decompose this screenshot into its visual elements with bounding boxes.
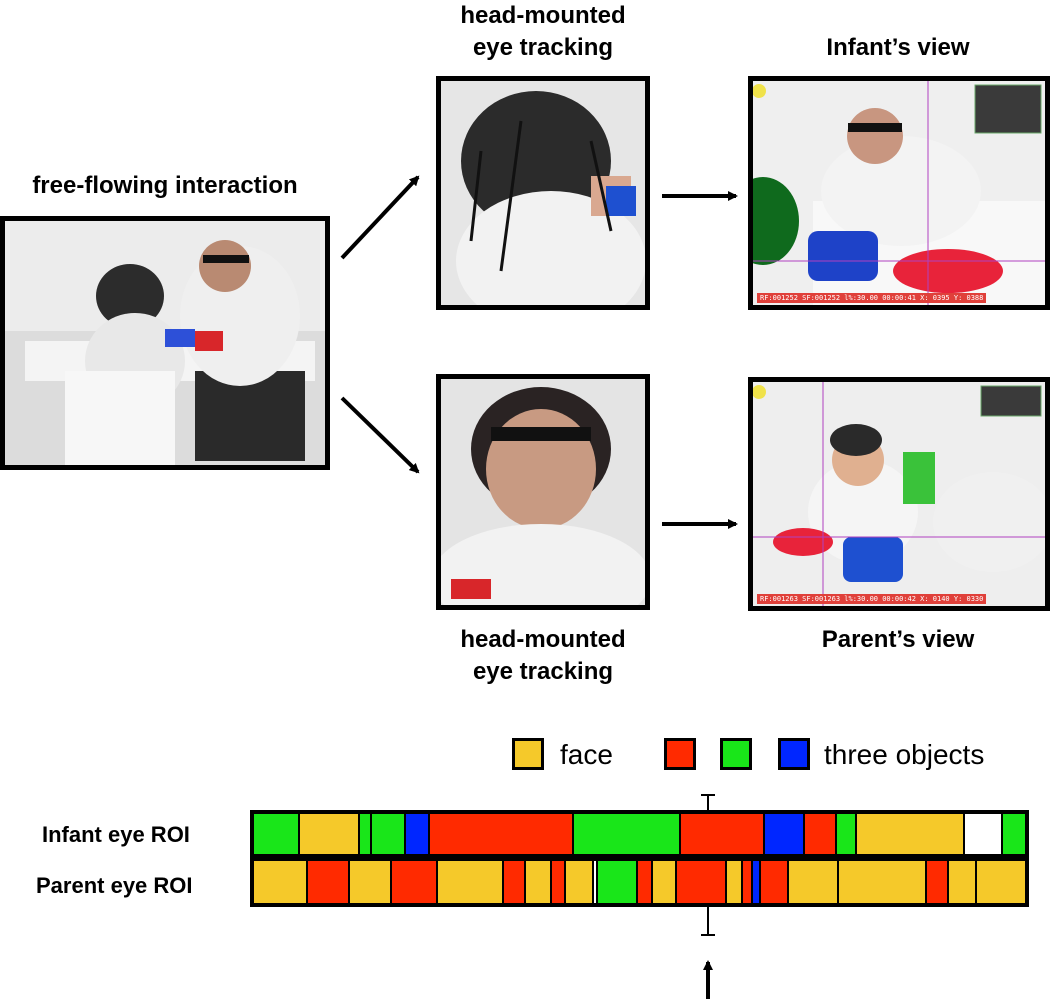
infant-segment-face: [299, 814, 360, 854]
legend-face-swatch: [512, 738, 544, 770]
top-head-mounted-label: head-mounted eye tracking: [438, 0, 648, 64]
parent-segment-face: [438, 861, 505, 903]
infant-segment-green: [254, 814, 300, 854]
parent-segment-face: [652, 861, 677, 903]
bottom-head-mounted-label: head-mounted eye tracking: [438, 624, 648, 688]
parent-segment-red: [926, 861, 949, 903]
free-flowing-label: free-flowing interaction: [32, 172, 298, 199]
legend-objects-label: three objects: [824, 739, 985, 770]
parent-segment-face: [726, 861, 743, 903]
infant-view-overlay: RF:001252 SF:001252 l%:30.00 00:00:41 X:…: [757, 293, 987, 303]
parent-segment-face: [838, 861, 927, 903]
parent-segment-red: [638, 861, 653, 903]
arrow-to-parent-tracker: [340, 396, 420, 474]
infant-segment-face: [857, 814, 966, 854]
infant-segment-blue: [405, 814, 430, 854]
parent-tracker-photo: [436, 374, 650, 610]
infant-segment-red: [681, 814, 766, 854]
infant-tracker-scene: [441, 81, 645, 305]
legend-blue-object-swatch: [778, 738, 810, 770]
infant-view-label: Infant’s view: [826, 34, 970, 61]
infant-segment-blue: [765, 814, 806, 854]
parent-tracker-scene: [441, 379, 645, 605]
infant-view-photo: RF:001252 SF:001252 l%:30.00 00:00:41 X:…: [748, 76, 1050, 310]
infant-segment-green: [359, 814, 372, 854]
parent-view-label: Parent’s view: [821, 626, 975, 653]
parent-segment-red: [760, 861, 789, 903]
top-head-mounted-line2: eye tracking: [472, 34, 614, 61]
infant-view-scene: [753, 81, 1045, 305]
top-head-mounted-line1: head-mounted: [460, 2, 626, 29]
parent-segment-red: [676, 861, 727, 903]
infant-segment-green: [1003, 814, 1025, 854]
parent-segment-face: [566, 861, 595, 903]
parent-segment-face: [526, 861, 553, 903]
parent-segment-red: [742, 861, 753, 903]
infant-roi-label: Infant eye ROI: [42, 822, 190, 847]
infant-segment-red: [805, 814, 838, 854]
parent-segment-face: [254, 861, 309, 903]
parent-segment-blue: [752, 861, 761, 903]
bottom-head-mounted-line1: head-mounted: [460, 626, 626, 653]
parent-segment-red: [552, 861, 567, 903]
infant-segment-green: [573, 814, 682, 854]
parent-segment-face: [976, 861, 1025, 903]
legend-green-object-swatch: [720, 738, 752, 770]
infant-segment-none: [965, 814, 1003, 854]
parent-segment-red: [308, 861, 351, 903]
parent-view-photo: RF:001263 SF:001263 l%:30.00 00:00:42 X:…: [748, 377, 1050, 611]
interaction-scene: [5, 221, 325, 465]
parent-segment-red: [504, 861, 527, 903]
interaction-photo: [0, 216, 330, 470]
parent-segment-green: [598, 861, 639, 903]
parent-view-overlay: RF:001263 SF:001263 l%:30.00 00:00:42 X:…: [757, 594, 987, 604]
infant-tracker-photo: [436, 76, 650, 310]
infant-segment-green: [837, 814, 858, 854]
infant-roi-track: [250, 810, 1029, 858]
parent-segment-face: [948, 861, 977, 903]
parent-segment-none: [594, 861, 599, 903]
parent-segment-face: [350, 861, 393, 903]
parent-segment-red: [392, 861, 439, 903]
legend-face-label: face: [560, 739, 613, 770]
infant-segment-red: [429, 814, 574, 854]
parent-view-scene: [753, 382, 1045, 606]
parent-segment-face: [788, 861, 839, 903]
parent-roi-label: Parent eye ROI: [36, 873, 193, 898]
bottom-head-mounted-line2: eye tracking: [472, 658, 614, 685]
legend-red-object-swatch: [664, 738, 696, 770]
infant-segment-green: [371, 814, 406, 854]
parent-roi-track: [250, 857, 1029, 907]
arrow-to-infant-tracker: [340, 175, 420, 260]
